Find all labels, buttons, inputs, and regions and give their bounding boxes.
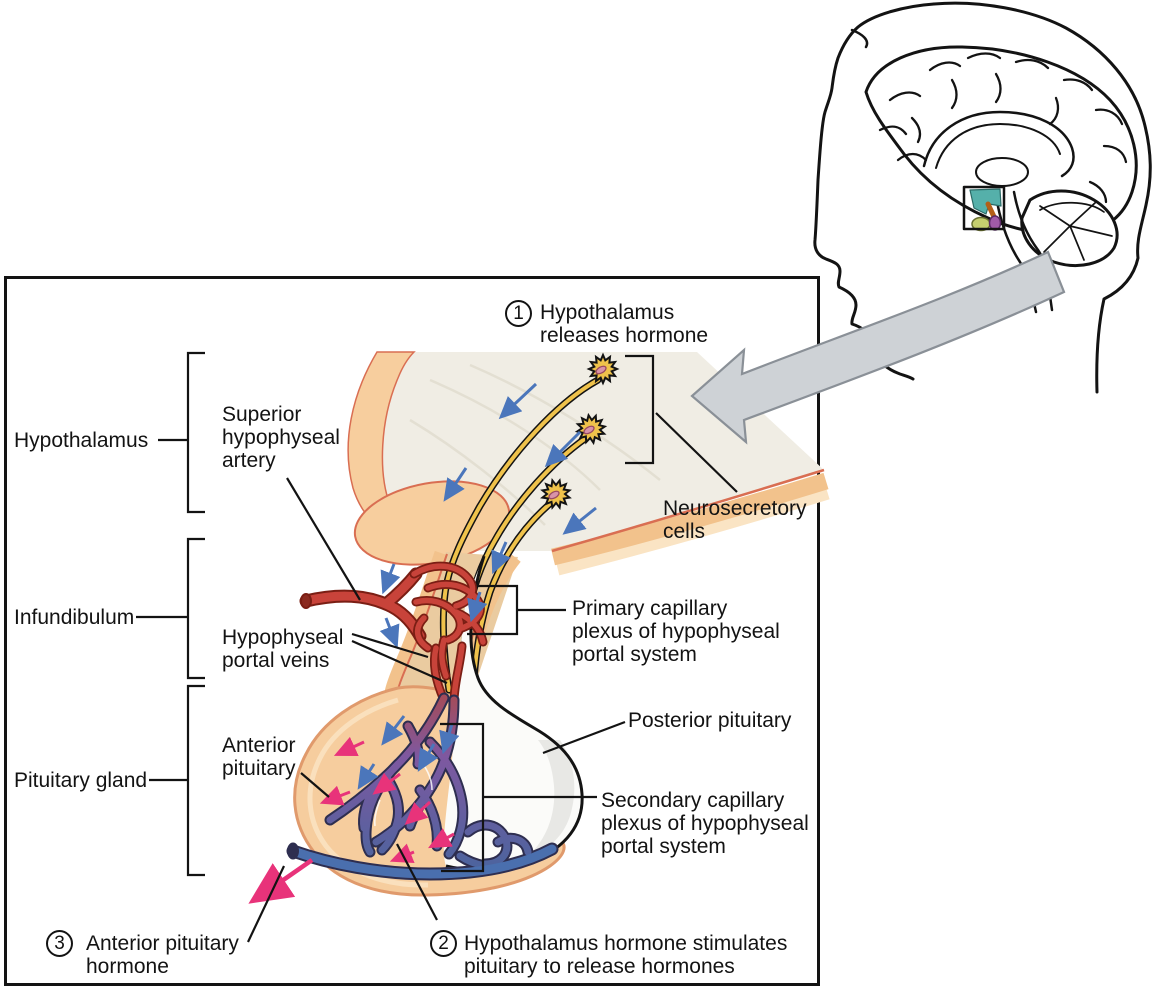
anterior-pituitary-pointer (300, 772, 330, 798)
label-pituitary-gland: Pituitary gland (14, 769, 148, 792)
anterior-hormone-exit-arrow (248, 858, 314, 904)
label-primary-capillary-plexus: Primary capillary plexus of hypophyseal … (572, 597, 780, 666)
corpus-callosum-outer (922, 110, 1075, 178)
head-inset (813, 1, 1152, 394)
label-hypothalamus: Hypothalamus (14, 429, 149, 452)
step-3-circle: 3 (46, 930, 73, 957)
head-back-outline (932, 1, 1152, 394)
neurosecretory-cell-bodies (537, 354, 618, 513)
label-hypophyseal-portal-veins: Hypophyseal portal veins (222, 626, 344, 672)
step-2-circle: 2 (430, 930, 457, 957)
step3-pointer (247, 865, 285, 943)
step-1-text: Hypothalamus releases hormone (540, 301, 709, 347)
infundibulum-bracket (186, 537, 205, 680)
label-secondary-capillary-plexus: Secondary capillary plexus of hypophysea… (601, 789, 809, 858)
artery-and-primary-plexus (301, 566, 483, 702)
pituitary-inset-highlight (969, 188, 1002, 232)
portal-veins-pointer-1 (351, 632, 429, 659)
step-1-circle: 1 (505, 300, 532, 327)
hypophyseal-vein (288, 844, 557, 879)
superior-artery-pointer (286, 477, 361, 601)
brain-outline (864, 45, 1138, 236)
artery-cut-end (300, 593, 312, 609)
hypothalamus-bracket (186, 351, 205, 514)
callout-lines (136, 351, 738, 943)
vein-cut-end (287, 842, 299, 860)
step2-pointer (396, 843, 438, 921)
thalamus (975, 157, 1029, 187)
brain-gyri (878, 52, 1128, 230)
step-3-text: Anterior pituitary hormone (86, 932, 239, 978)
flow-arrows-blue (357, 382, 597, 790)
label-posterior-pituitary: Posterior pituitary (628, 709, 792, 732)
label-neurosecretory-cells: Neurosecretory cells (663, 497, 807, 543)
label-infundibulum: Infundibulum (14, 606, 135, 629)
label-anterior-pituitary: Anterior pituitary (222, 734, 296, 780)
posterior-pituitary-pointer (542, 720, 626, 755)
neurosecretory-pointer (655, 412, 738, 493)
portal-veins-pointer-2 (351, 639, 448, 685)
hormone-arrows-pink (248, 736, 455, 904)
zoom-arrow (690, 250, 1066, 445)
inset-locator-box (962, 185, 1006, 231)
step-2-text: Hypothalamus hormone stimulates pituitar… (464, 932, 788, 978)
neurosecretory-bracket (625, 354, 655, 465)
corpus-callosum-inner (935, 123, 1061, 169)
label-superior-hypophyseal-artery: Superior hypophyseal artery (222, 403, 340, 472)
